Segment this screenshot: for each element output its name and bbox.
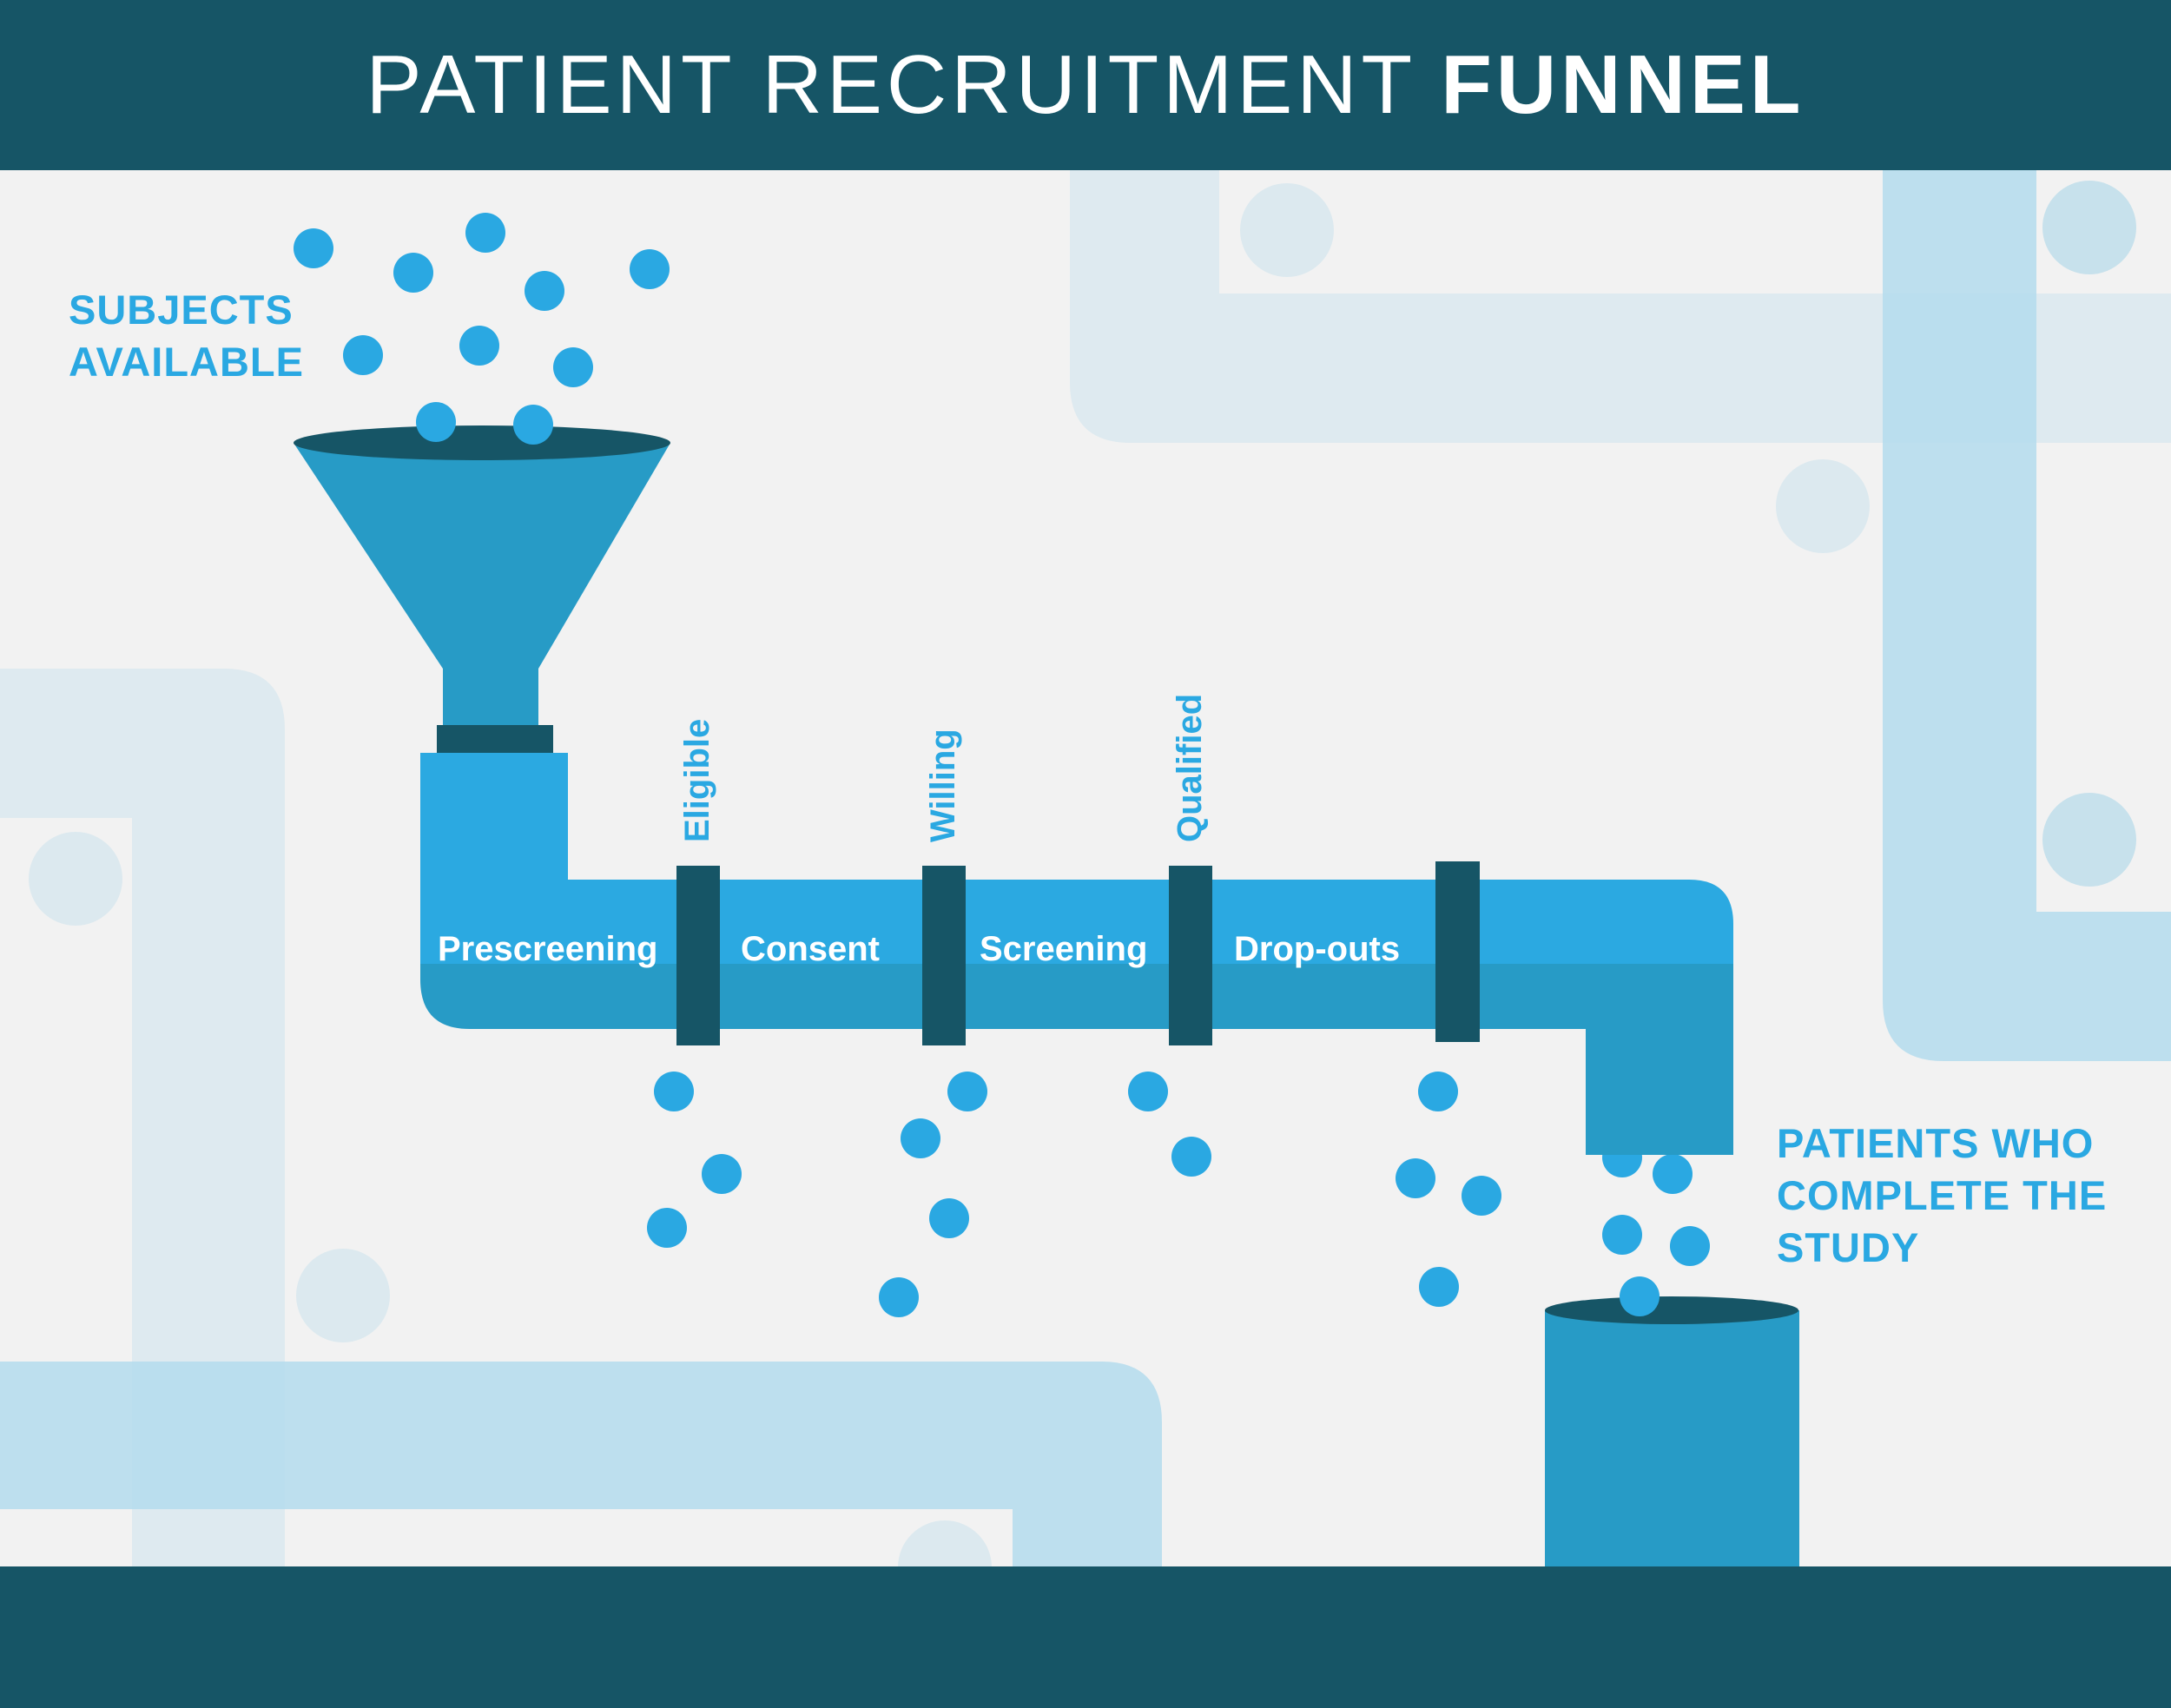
pipe-outlet [1586, 964, 1733, 1155]
subjects-available-line: AVAILABLE [69, 339, 304, 385]
pipe-horizontal-top [420, 880, 1733, 966]
funnel-rim [294, 425, 670, 460]
subject-dot [630, 249, 670, 289]
subject-dot [1128, 1072, 1168, 1111]
subject-dot [1171, 1137, 1211, 1177]
pipe-vertical-segment [420, 753, 568, 883]
subject-dot [1602, 1215, 1642, 1255]
subjects-available-label: SUBJECTS AVAILABLE [69, 284, 304, 388]
subject-dot [1670, 1226, 1710, 1266]
subject-dot [1462, 1176, 1501, 1216]
bg-pipe-right-vertical [1883, 170, 2171, 1061]
bg-pipe-left [0, 669, 285, 1566]
subject-dot [702, 1154, 742, 1194]
funnel-cone [294, 443, 670, 669]
subject-dot [1419, 1267, 1459, 1307]
subject-dot [1396, 1158, 1435, 1198]
bucket-body [1545, 1310, 1799, 1579]
patients-complete-line: STUDY [1777, 1224, 1920, 1270]
pipe-horizontal-bottom [420, 964, 1733, 1029]
subject-dot [929, 1198, 969, 1238]
patients-complete-line: COMPLETE THE [1777, 1172, 2108, 1218]
pipe-valve-eligible [676, 866, 720, 1045]
subjects-available-line: SUBJECTS [69, 287, 294, 333]
subject-dot [459, 326, 499, 366]
footer-banner [0, 1566, 2171, 1708]
subject-dot [513, 405, 553, 445]
stage-dropouts: Drop-outs [1234, 930, 1401, 968]
filter-willing: Willing [924, 729, 962, 842]
bg-circle [296, 1249, 390, 1342]
funnel-collar [437, 725, 553, 754]
subject-dot [343, 335, 383, 375]
pipe-valve-willing [922, 866, 966, 1045]
subject-dot [1653, 1154, 1693, 1194]
subject-dot [647, 1208, 687, 1248]
patients-complete-line: PATIENTS WHO [1777, 1120, 2095, 1166]
subject-dot [1620, 1276, 1660, 1316]
subject-dot [1418, 1072, 1458, 1111]
subject-dot [294, 228, 333, 268]
bg-circle [1240, 183, 1334, 277]
subject-dot [525, 271, 564, 311]
patients-complete-label: PATIENTS WHO COMPLETE THE STUDY [1777, 1118, 2107, 1274]
subject-dot [879, 1277, 919, 1317]
stage-prescreening: Prescreening [438, 930, 658, 968]
subject-dot [393, 253, 433, 293]
title-light: PATIENT RECRUITMENT [366, 38, 1417, 131]
main-pipe [420, 753, 1733, 1155]
bg-pipe-bottom [0, 1362, 1162, 1566]
subject-dot [416, 402, 456, 442]
title-bold: FUNNEL [1441, 38, 1805, 131]
funnel [294, 425, 670, 754]
bg-circle [2042, 793, 2136, 887]
collection-bucket [1545, 1296, 1799, 1579]
title-banner: PATIENT RECRUITMENT FUNNEL [0, 0, 2171, 170]
subject-dots [294, 213, 1710, 1317]
stage-screening: Screening [980, 930, 1148, 968]
bucket-rim [1545, 1296, 1798, 1324]
subject-dot [947, 1072, 987, 1111]
pipe-outlet-cap [1586, 1129, 1733, 1155]
pipe-valve-qualified [1169, 866, 1212, 1045]
stage-consent: Consent [741, 930, 880, 968]
bg-circle [1776, 459, 1870, 553]
filter-qualified: Qualified [1171, 693, 1209, 842]
pipe-valve-dropouts [1435, 861, 1480, 1042]
subject-dot [901, 1118, 940, 1158]
filter-eligible: Eligible [678, 718, 716, 842]
funnel-spout [443, 667, 538, 726]
subject-dot [465, 213, 505, 253]
bg-circle [2042, 181, 2136, 274]
subject-dot [553, 347, 593, 387]
subject-dot [654, 1072, 694, 1111]
background-pipes [0, 170, 2171, 1614]
bg-circle [29, 832, 122, 926]
